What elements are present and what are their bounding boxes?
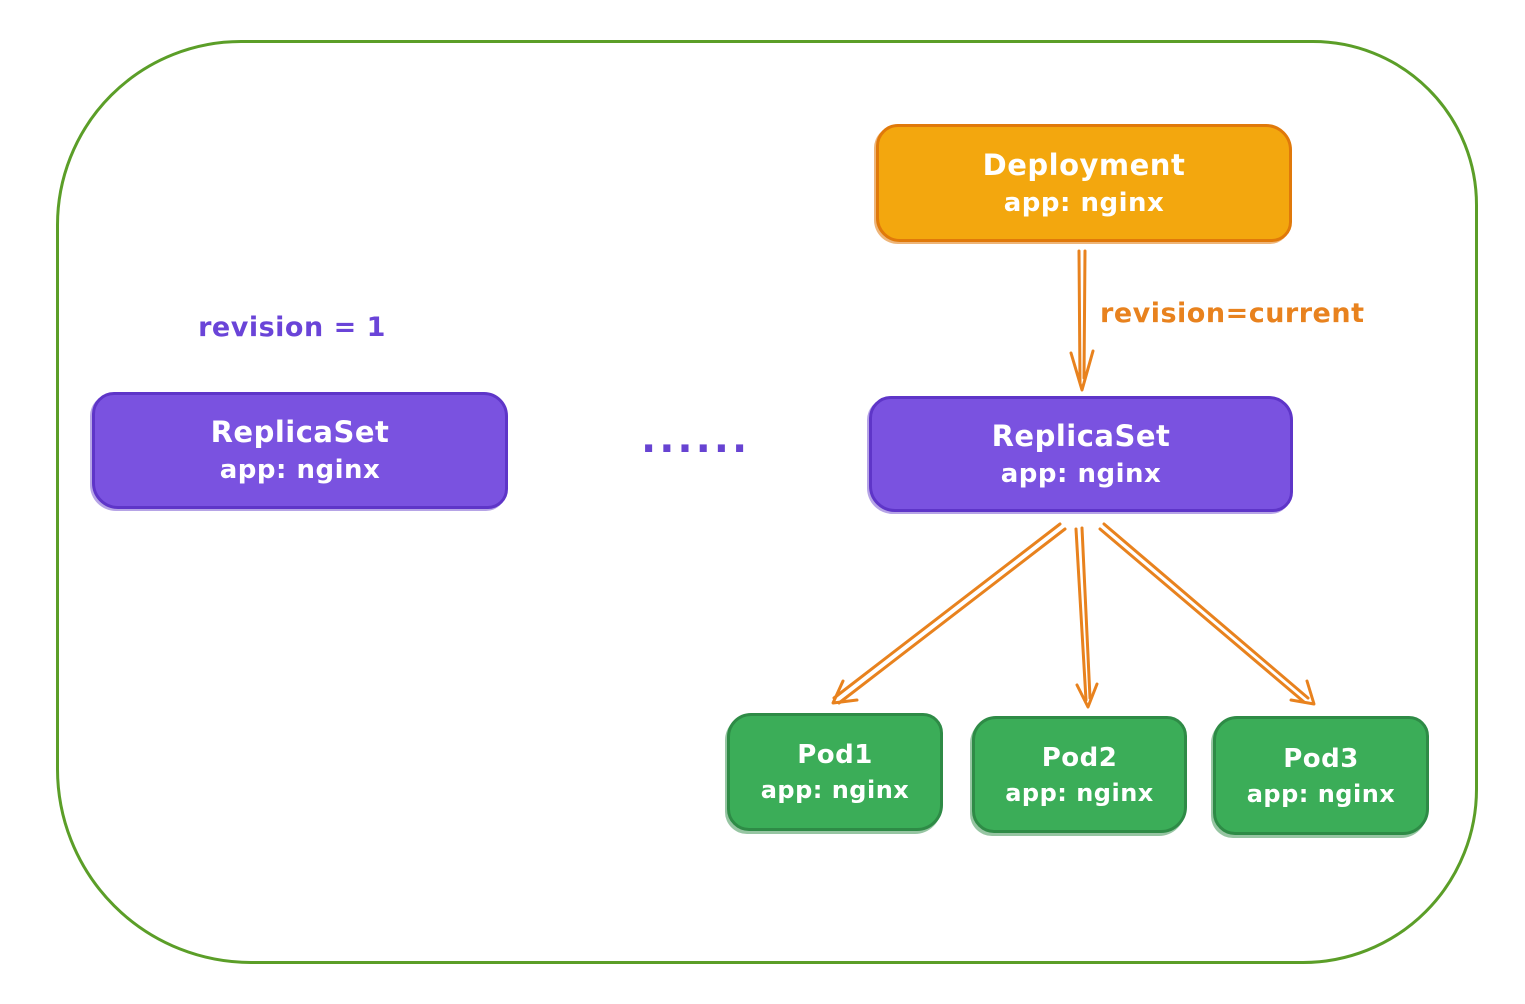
pod1-node: Pod1 app: nginx bbox=[727, 713, 943, 831]
pod3-label-selector: app: nginx bbox=[1246, 779, 1396, 808]
replicaset-old-title: ReplicaSet bbox=[210, 415, 390, 449]
deployment-title: Deployment bbox=[982, 147, 1186, 182]
cluster-boundary bbox=[56, 40, 1478, 964]
replicaset-current-node: ReplicaSet app: nginx bbox=[869, 396, 1293, 512]
pod2-title: Pod2 bbox=[1041, 742, 1118, 773]
pod2-label-selector: app: nginx bbox=[1005, 778, 1154, 807]
replicaset-current-label-selector: app: nginx bbox=[1000, 458, 1162, 489]
replicaset-current-title: ReplicaSet bbox=[991, 418, 1171, 453]
pod3-title: Pod3 bbox=[1283, 743, 1359, 774]
ellipsis-dots: ...... bbox=[641, 416, 751, 462]
pod1-title: Pod1 bbox=[797, 740, 873, 770]
deployment-label-selector: app: nginx bbox=[1003, 187, 1165, 218]
pod2-node: Pod2 app: nginx bbox=[972, 716, 1187, 833]
replicaset-old-node: ReplicaSet app: nginx bbox=[92, 392, 508, 509]
deployment-node: Deployment app: nginx bbox=[876, 124, 1292, 242]
revision-current-label: revision=current bbox=[1100, 298, 1365, 329]
pod3-node: Pod3 app: nginx bbox=[1213, 716, 1429, 835]
pod1-label-selector: app: nginx bbox=[760, 776, 910, 804]
replicaset-old-label-selector: app: nginx bbox=[219, 455, 381, 485]
revision-old-label: revision = 1 bbox=[198, 312, 386, 343]
